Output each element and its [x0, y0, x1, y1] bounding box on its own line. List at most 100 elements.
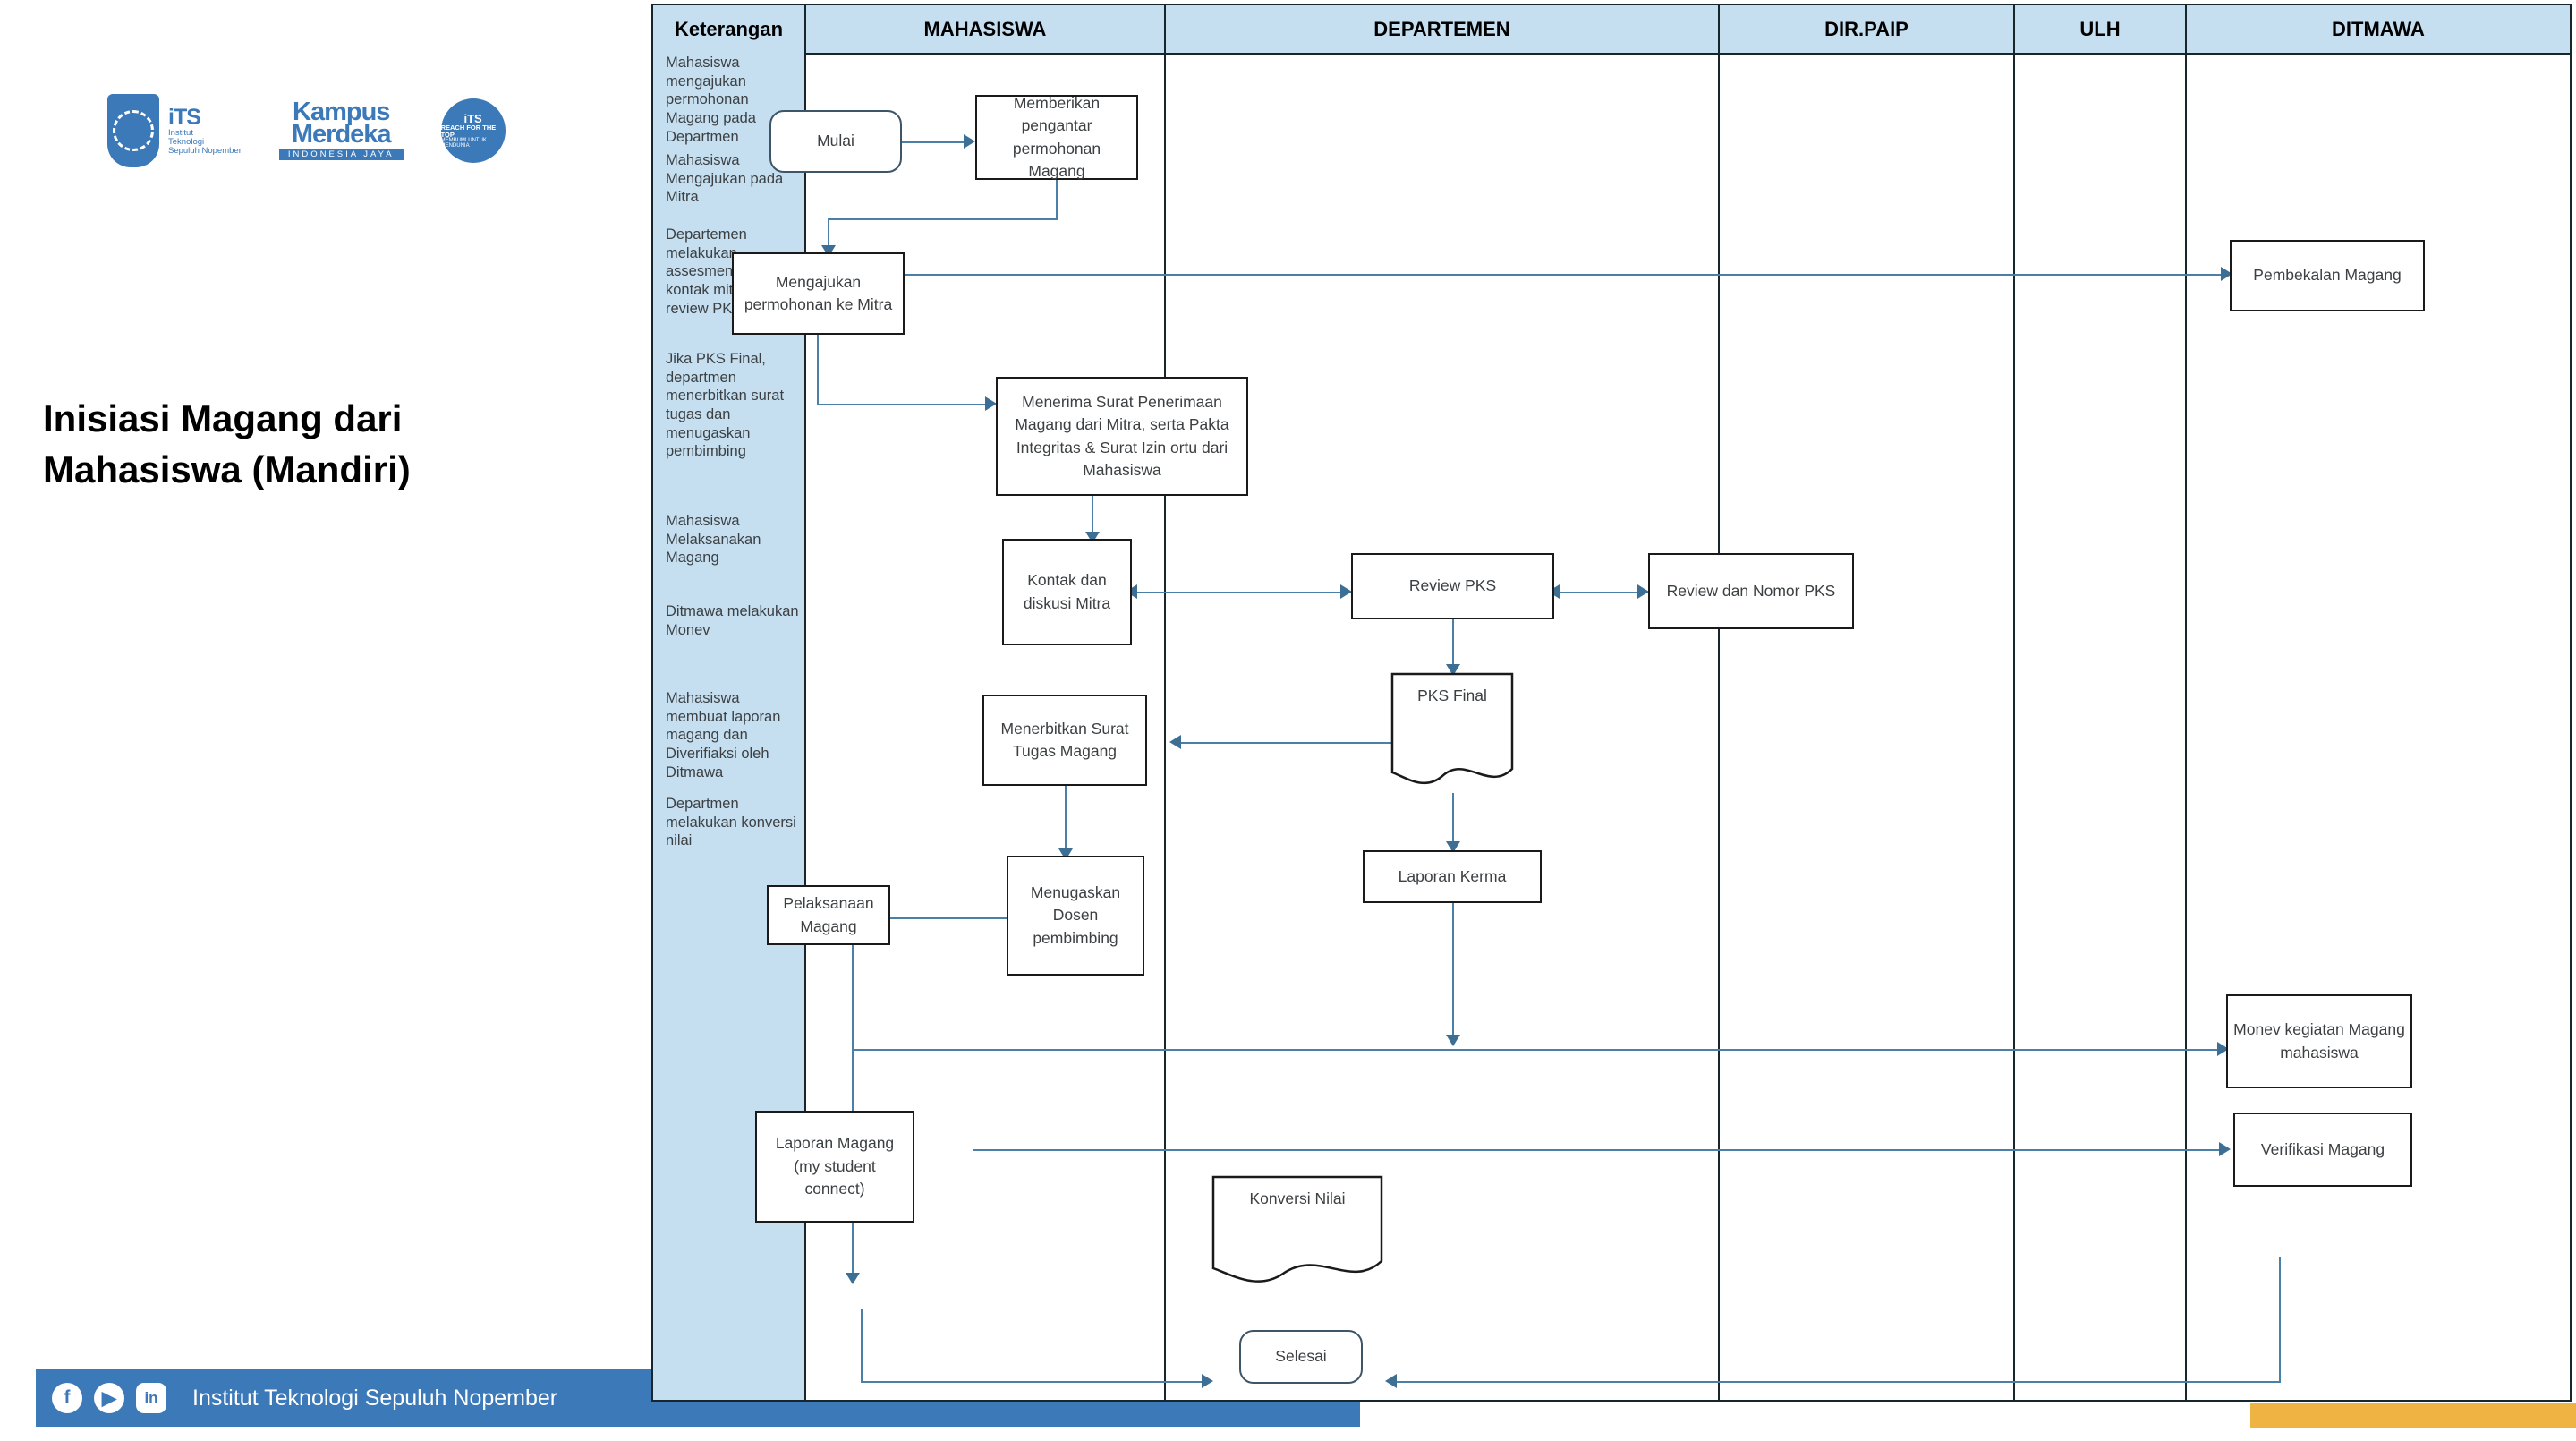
- edge-laporan-verifikasi: [973, 1149, 2225, 1151]
- logo-row: iTS Institut Teknologi Sepuluh Nopember …: [107, 94, 506, 167]
- edge-mengajukan-right: [817, 404, 990, 405]
- node-menerima-surat-penerimaan[interactable]: Menerima Surat Penerimaan Magang dari Mi…: [996, 377, 1248, 496]
- node-laporan-kerma[interactable]: Laporan Kerma: [1363, 850, 1542, 903]
- seal-line3: MEMBUMI UNTUK MENDUNIA: [440, 138, 487, 149]
- lane-header-ulh: ULH: [2079, 17, 2121, 40]
- lane-divider-4: [2013, 5, 2015, 1400]
- its-logo: iTS Institut Teknologi Sepuluh Nopember: [107, 94, 242, 167]
- edge-review-nomor: [1554, 592, 1648, 593]
- edge-kerma-down: [1452, 903, 1454, 1042]
- node-review-nomor-pks[interactable]: Review dan Nomor PKS: [1648, 553, 1854, 629]
- edge-pksfinal-surattugas: [1176, 742, 1407, 744]
- its-abbr: iTS: [168, 104, 201, 130]
- node-verifikasi-magang[interactable]: Verifikasi Magang: [2233, 1113, 2412, 1187]
- lane-header-mahasiswa: MAHASISWA: [923, 17, 1047, 40]
- kampus-merdeka-tagline: INDONESIA JAYA: [278, 149, 404, 161]
- edge-pelaksanaan-monev: [852, 1049, 2223, 1051]
- document-shape-icon: [1390, 672, 1514, 785]
- arrowhead-laporan-magang: [846, 1273, 860, 1284]
- arrowhead-konversi-right: [1385, 1374, 1397, 1388]
- description-item-5: Mahasiswa Melaksanakan Magang: [666, 513, 761, 567]
- linkedin-icon[interactable]: in: [136, 1383, 166, 1413]
- its-name-line1: Institut: [168, 128, 193, 139]
- lane-header-row: Keterangan MAHASISWA DEPARTEMEN DIR.PAIP…: [653, 5, 2570, 55]
- footer-content: f ▶ in Institut Teknologi Sepuluh Nopemb…: [52, 1383, 557, 1413]
- description-item-8: Departmen melakukan konversi nilai: [666, 796, 796, 849]
- left-branding-panel: iTS Institut Teknologi Sepuluh Nopember …: [0, 0, 1360, 1441]
- edge-mengajukan-down: [817, 306, 819, 405]
- its-seal-icon: iTS REACH FOR THE TOP MEMBUMI UNTUK MEND…: [440, 98, 506, 163]
- kampus-merdeka-line1: Kampus: [293, 97, 390, 126]
- edge-konversi-selesai: [1297, 1410, 1298, 1411]
- node-konversi-nilai[interactable]: Konversi Nilai: [1211, 1175, 1383, 1286]
- arrowhead-pembekalan: [2221, 267, 2232, 281]
- its-name-line3: Sepuluh Nopember: [168, 146, 242, 157]
- lane-divider-3: [1718, 5, 1720, 1400]
- edge-mulai-pengantar: [902, 141, 967, 143]
- edge-laporan-konversi: [861, 1381, 1208, 1383]
- edge-kontak-review: [1132, 592, 1351, 593]
- arrowhead-verifikasi: [2219, 1142, 2231, 1156]
- description-item-2: Mahasiswa Mengajukan pada Mitra: [666, 152, 784, 206]
- description-item-4: Jika PKS Final, departmen menerbitkan su…: [666, 351, 785, 460]
- node-konversi-nilai-label: Konversi Nilai: [1249, 1189, 1346, 1207]
- seal-line2: REACH FOR THE TOP: [440, 124, 497, 139]
- description-item-6: Ditmawa melakukan Monev: [666, 603, 799, 638]
- edge-surattugas-menugaskan: [1065, 786, 1067, 856]
- edge-menugaskan-pelaksanaan: [850, 917, 1007, 919]
- node-pks-final[interactable]: PKS Final: [1390, 672, 1514, 793]
- swimlane-flowchart: Keterangan MAHASISWA DEPARTEMEN DIR.PAIP…: [651, 4, 2572, 1411]
- arrowhead-laporan-kerma: [1446, 841, 1460, 853]
- arrowhead-kerma-down: [1446, 1035, 1460, 1046]
- arrowhead-review-pks: [1340, 584, 1352, 599]
- edge-verifikasi-down: [2279, 1257, 2281, 1383]
- lane-divider-1: [804, 5, 806, 1400]
- arrowhead-menerima-surat: [985, 396, 997, 411]
- arrowhead-konversi-left: [1202, 1374, 1213, 1388]
- arrowhead-surat-tugas: [1169, 735, 1181, 749]
- description-item-7: Mahasiswa membuat laporan magang dan Div…: [666, 690, 781, 780]
- accent-bar: [2250, 1403, 2576, 1428]
- arrowhead-monev: [2217, 1042, 2229, 1056]
- edge-verifikasi-konversi: [1391, 1381, 2281, 1383]
- its-shield-icon: [107, 94, 159, 167]
- node-review-pks[interactable]: Review PKS: [1351, 553, 1554, 619]
- edge-mengajukan-pembekalan: [905, 274, 2226, 276]
- node-mulai[interactable]: Mulai: [769, 110, 902, 173]
- node-menugaskan-dosen-pembimbing[interactable]: Menugaskan Dosen pembimbing: [1007, 856, 1144, 976]
- description-item-3: Departemen melakukan assesment dan konta…: [666, 226, 770, 317]
- node-monev-kegiatan-magang[interactable]: Monev kegiatan Magang mahasiswa: [2226, 994, 2412, 1088]
- node-laporan-magang-msc[interactable]: Laporan Magang (my student connect): [755, 1111, 914, 1223]
- facebook-icon[interactable]: f: [52, 1383, 82, 1413]
- edge-pksfinal-kerma: [1452, 793, 1454, 848]
- lane-header-departemen: DEPARTEMEN: [1373, 17, 1510, 40]
- node-pembekalan-magang[interactable]: Pembekalan Magang: [2230, 240, 2425, 311]
- edge-pengantar-left: [828, 218, 1058, 220]
- edge-pengantar-down: [1056, 180, 1058, 220]
- node-mengajukan-permohonan-mitra[interactable]: Mengajukan permohonan ke Mitra: [732, 252, 905, 335]
- node-kontak-diskusi-mitra[interactable]: Kontak dan diskusi Mitra: [1002, 539, 1132, 645]
- kampus-merdeka-logo: Kampus Merdeka INDONESIA JAYA: [278, 97, 404, 161]
- seal-line1: iTS: [463, 112, 482, 125]
- lane-header-dirpaip: DIR.PAIP: [1824, 17, 1909, 40]
- kampus-merdeka-line2: Merdeka: [291, 120, 392, 149]
- description-item-1: Mahasiswa mengajukan permohonan Magang p…: [666, 55, 756, 145]
- arrowhead-review-nomor: [1637, 584, 1649, 599]
- footer-text: Institut Teknologi Sepuluh Nopember: [192, 1385, 558, 1411]
- lane-divider-2: [1164, 5, 1166, 1400]
- edge-pengantar-tomengajukan: [828, 218, 829, 252]
- lane-header-keterangan: Keterangan: [674, 17, 784, 40]
- edge-reviewpks-pksfinal: [1452, 619, 1454, 671]
- youtube-icon[interactable]: ▶: [94, 1383, 124, 1413]
- arrowhead-pengantar: [964, 134, 975, 149]
- node-memberikan-pengantar[interactable]: Memberikan pengantar permohonan Magang: [975, 94, 1138, 180]
- node-pks-final-label: PKS Final: [1417, 686, 1487, 704]
- page-title: Inisiasi Magang dari Mahasiswa (Mandiri): [43, 397, 411, 490]
- node-menerbitkan-surat-tugas[interactable]: Menerbitkan Surat Tugas Magang: [982, 695, 1147, 786]
- document-shape-icon: [1211, 1175, 1383, 1283]
- its-name-line2: Teknologi: [168, 137, 205, 148]
- edge-menerima-kontak: [1092, 496, 1093, 539]
- edge-laporan-down: [861, 1309, 863, 1383]
- node-pelaksanaan-magang[interactable]: Pelaksanaan Magang: [767, 885, 890, 945]
- node-selesai[interactable]: Selesai: [1239, 1330, 1363, 1384]
